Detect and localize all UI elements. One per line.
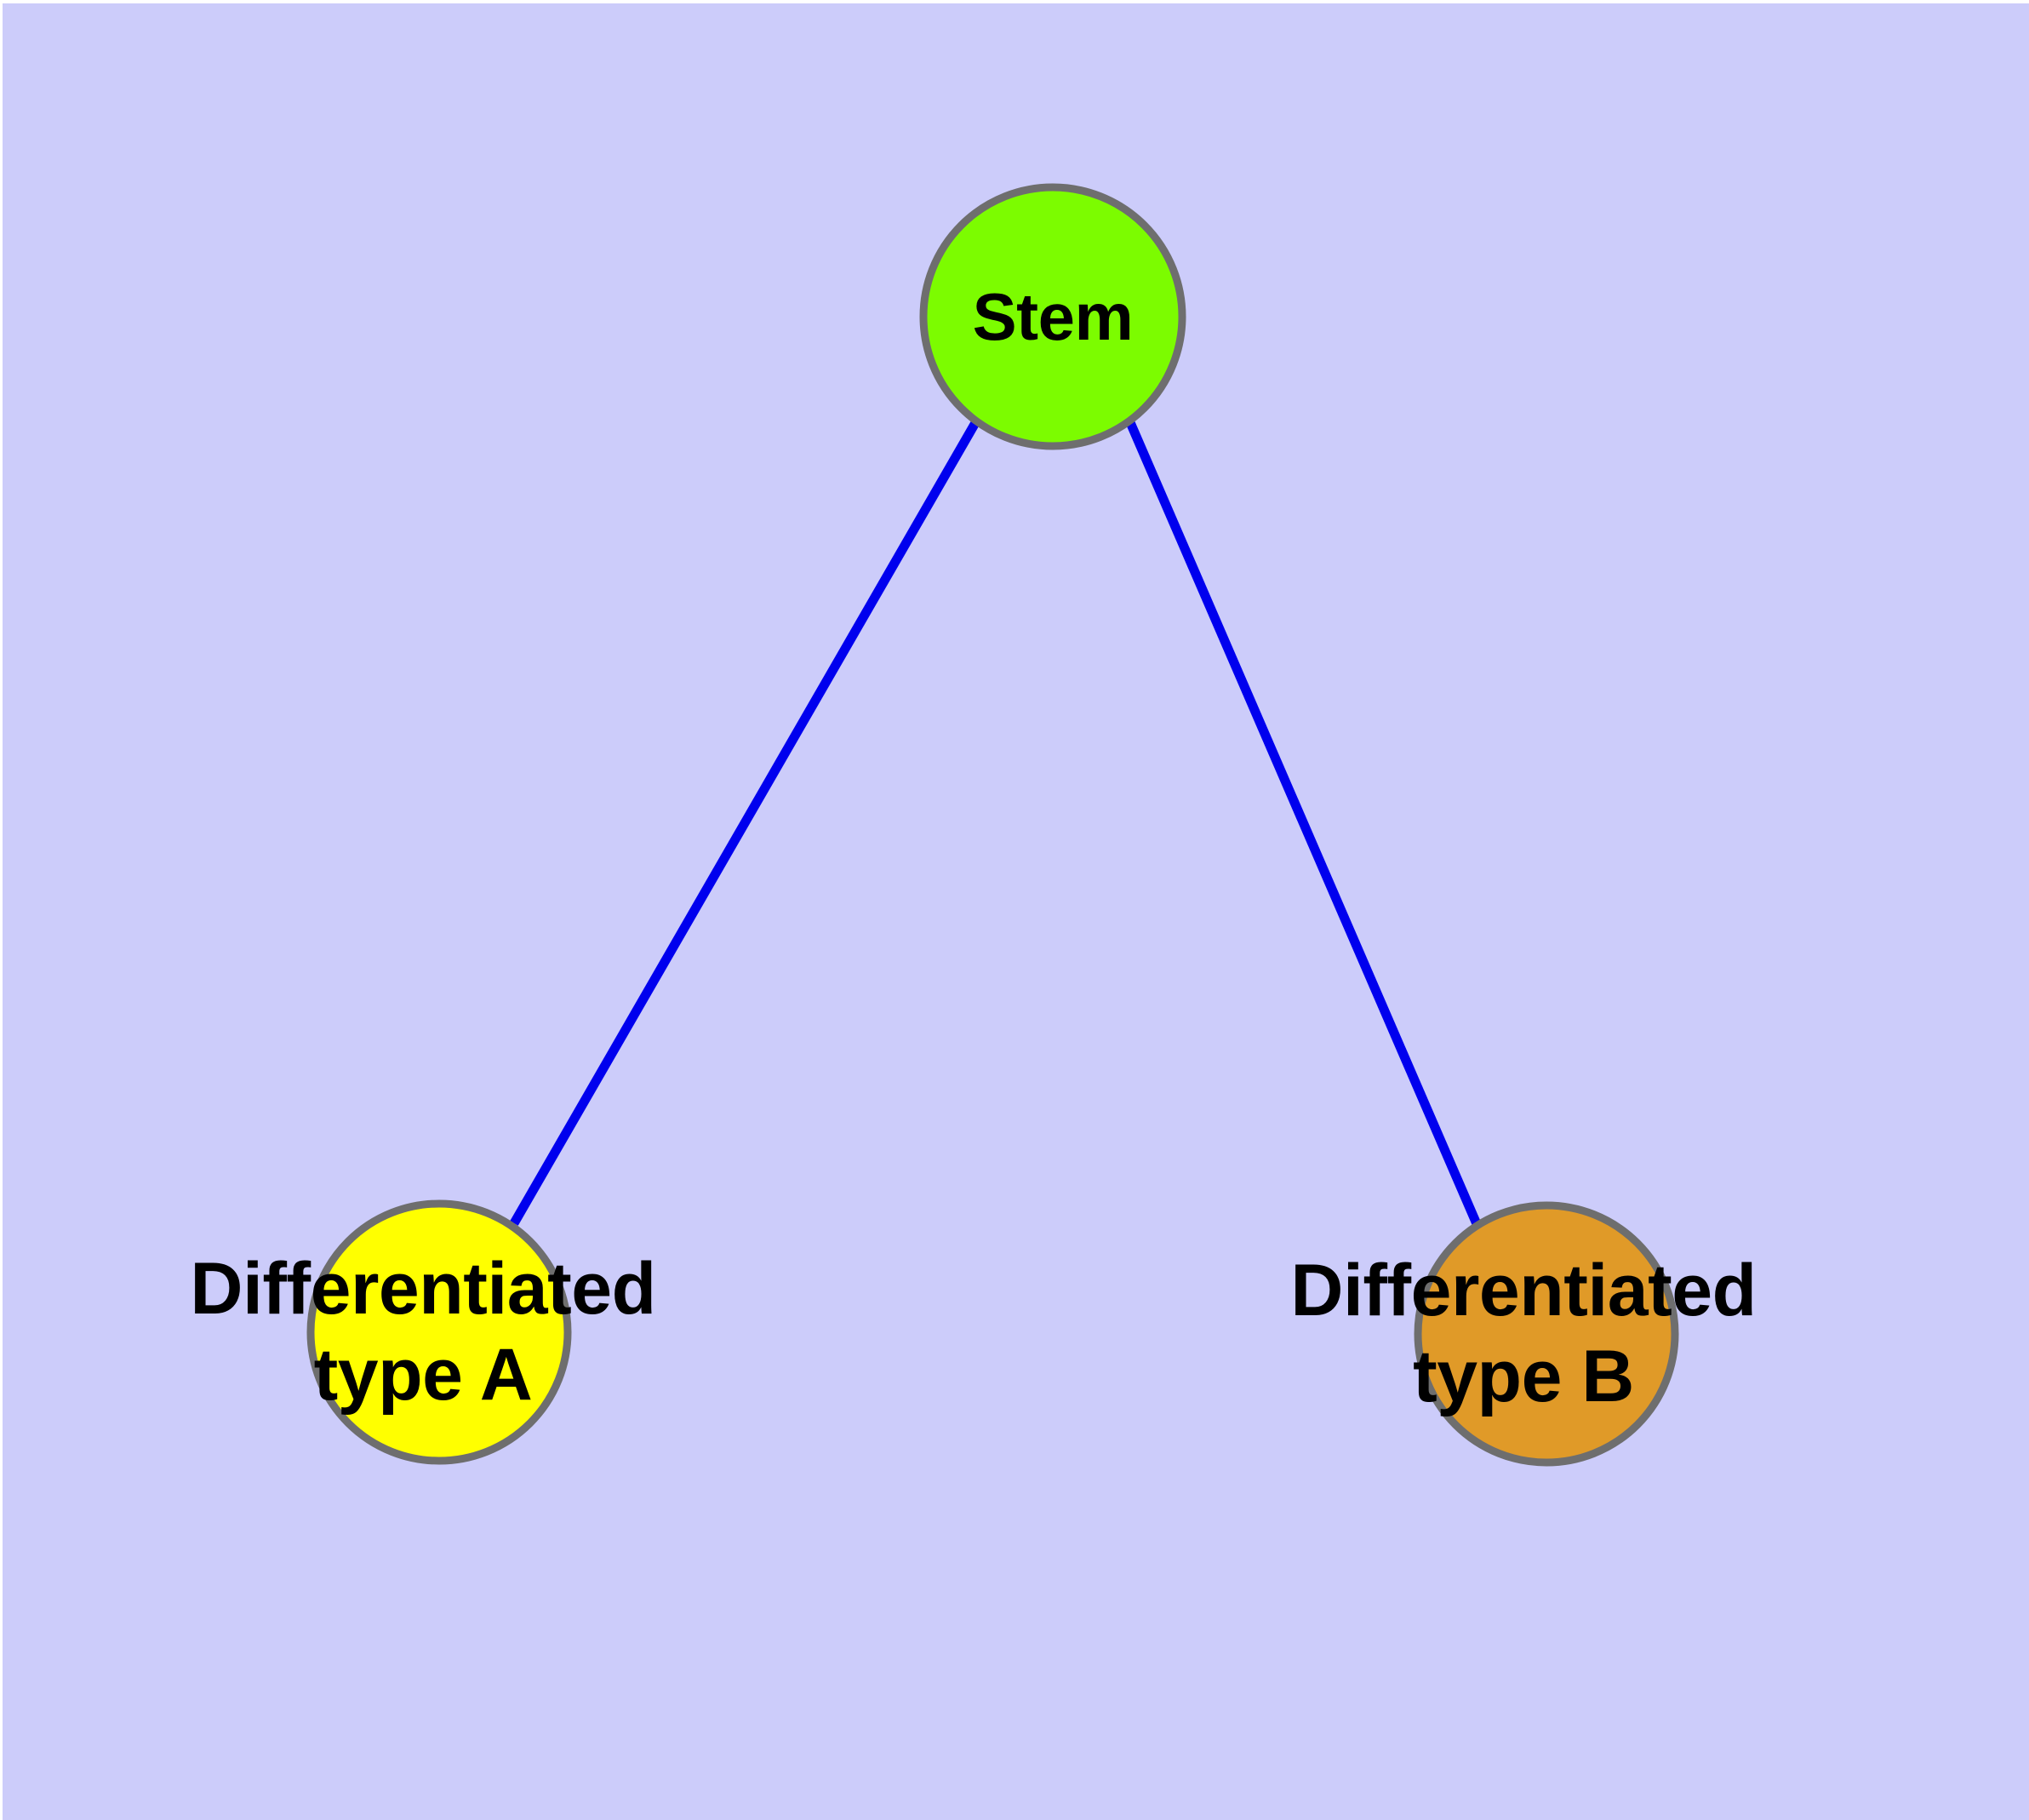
edge-layer xyxy=(510,418,1483,1228)
node-layer xyxy=(306,183,1679,1467)
edge-stem-to-type-a[interactable] xyxy=(510,419,980,1226)
node-differentiated-type-a[interactable] xyxy=(306,1199,572,1465)
node-differentiated-type-b[interactable] xyxy=(1414,1201,1679,1467)
node-stem[interactable] xyxy=(919,183,1186,450)
edge-stem-to-type-b[interactable] xyxy=(1124,418,1483,1228)
